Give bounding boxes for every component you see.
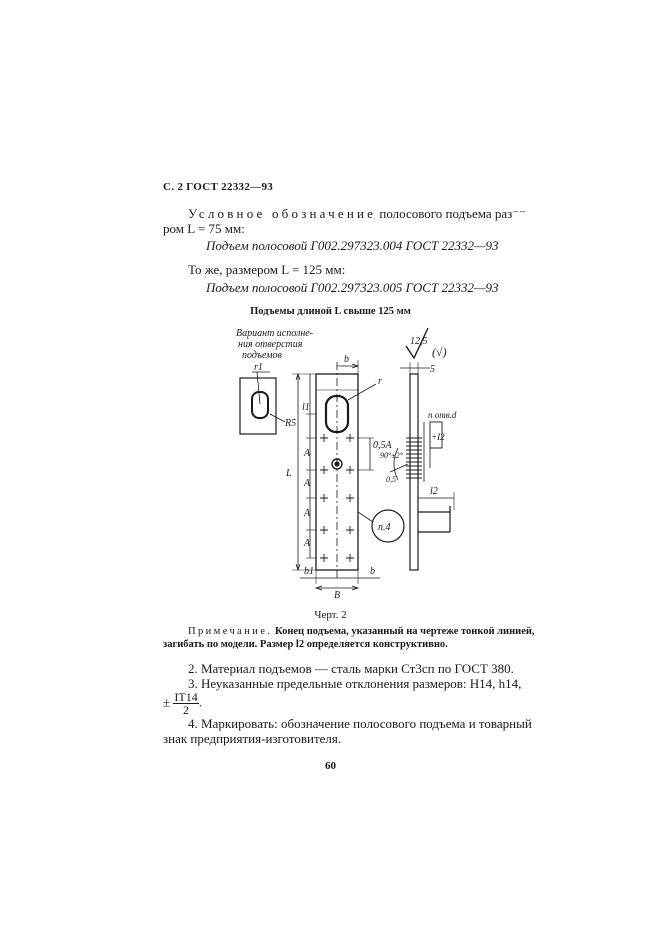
variant-inset-slot — [251, 391, 269, 419]
same-size-line: То же, размером L = 125 мм: — [188, 262, 346, 277]
intro-line-1-rest: полосового подъема раз⁻⁻ — [379, 206, 527, 221]
dim-A-4: A — [303, 538, 311, 549]
page-header: С. 2 ГОСТ 22332—93 — [163, 181, 274, 193]
intro-line-2: ром L = 75 мм: — [163, 221, 245, 236]
dim-b-top: b — [344, 354, 349, 365]
item-4-line-2: знак предприятия-изготовителя. — [163, 731, 342, 746]
figure-caption: Черт. 2 — [314, 609, 347, 621]
note-label: Примечание. — [188, 626, 273, 637]
technical-drawing: Вариант исполне- ния отверстия подъемов … — [236, 327, 457, 600]
note-line-1-rest: Конец подъема, указанный на чертеже тонк… — [275, 626, 535, 637]
item-3-numerator: IT14 — [173, 690, 199, 704]
roughness-value: 12,5 — [410, 336, 428, 347]
item-3-denominator: 2 — [183, 703, 190, 717]
dim-5: 5 — [430, 364, 435, 375]
designation-1: Подъем полосовой Г002.297323.004 ГОСТ 22… — [206, 238, 499, 253]
page-number: 60 — [325, 760, 336, 772]
dim-tol: +I2 — [431, 432, 445, 442]
callout-circle — [371, 509, 405, 543]
dim-b1: b1 — [304, 566, 314, 577]
dim-A-1: A — [303, 448, 311, 459]
intro-label: Условное обозначение — [188, 206, 377, 221]
dim-b-bottom: b — [370, 566, 375, 577]
roughness-paren: (√) — [432, 345, 447, 359]
intro-line-1: Условное обозначение полосового подъема … — [188, 206, 526, 222]
item-3-fraction: IT14 2 — [173, 690, 199, 717]
item-3-end: . — [198, 694, 202, 710]
roughness-symbol — [405, 327, 429, 360]
item-3-tolerance: ± IT14 2 . — [163, 691, 202, 716]
dim-A-2: A — [303, 478, 311, 489]
item-3-pm: ± — [163, 694, 171, 710]
callout-label: п.4 — [378, 522, 391, 533]
variant-inset-frame — [239, 377, 277, 435]
item-3: 3. Неуказанные предельные отклонения раз… — [188, 676, 522, 691]
dim-depth: 0,5 — [386, 475, 396, 484]
dim-A-3: A — [303, 508, 311, 519]
dim-angle: 90°±2° — [380, 451, 404, 460]
note-line-2: загибать по модели. Размер l2 определяет… — [163, 639, 448, 650]
designation-2: Подъем полосовой Г002.297323.005 ГОСТ 22… — [206, 280, 499, 295]
item-2: 2. Материал подъемов — сталь марки Ст3сп… — [188, 661, 514, 676]
dim-B: B — [334, 590, 340, 600]
dim-l1: l1 — [302, 402, 310, 413]
side-view — [409, 373, 419, 571]
variant-label-1: Вариант исполне- — [236, 328, 313, 339]
hole-markers — [320, 434, 354, 562]
dim-05A: 0,5A — [373, 440, 393, 451]
center-hole — [331, 458, 343, 470]
dim-L: L — [285, 468, 292, 479]
note-line-1: Примечание. Конец подъема, указанный на … — [188, 626, 535, 637]
dim-r1: r1 — [254, 362, 263, 373]
variant-label-2: ния отверстия — [238, 339, 303, 350]
item-4-line-1: 4. Маркировать: обозначение полосового п… — [188, 716, 532, 731]
dim-r: r — [378, 376, 382, 387]
variant-label-3: подъемов — [242, 350, 283, 361]
dim-r5: R5 — [284, 418, 296, 429]
dim-hole: n отв.d — [428, 410, 457, 420]
figure-top-caption: Подъемы длиной L свыше 125 мм — [250, 306, 411, 317]
countersink-hatch — [406, 437, 422, 479]
dim-l2: l2 — [430, 486, 438, 497]
